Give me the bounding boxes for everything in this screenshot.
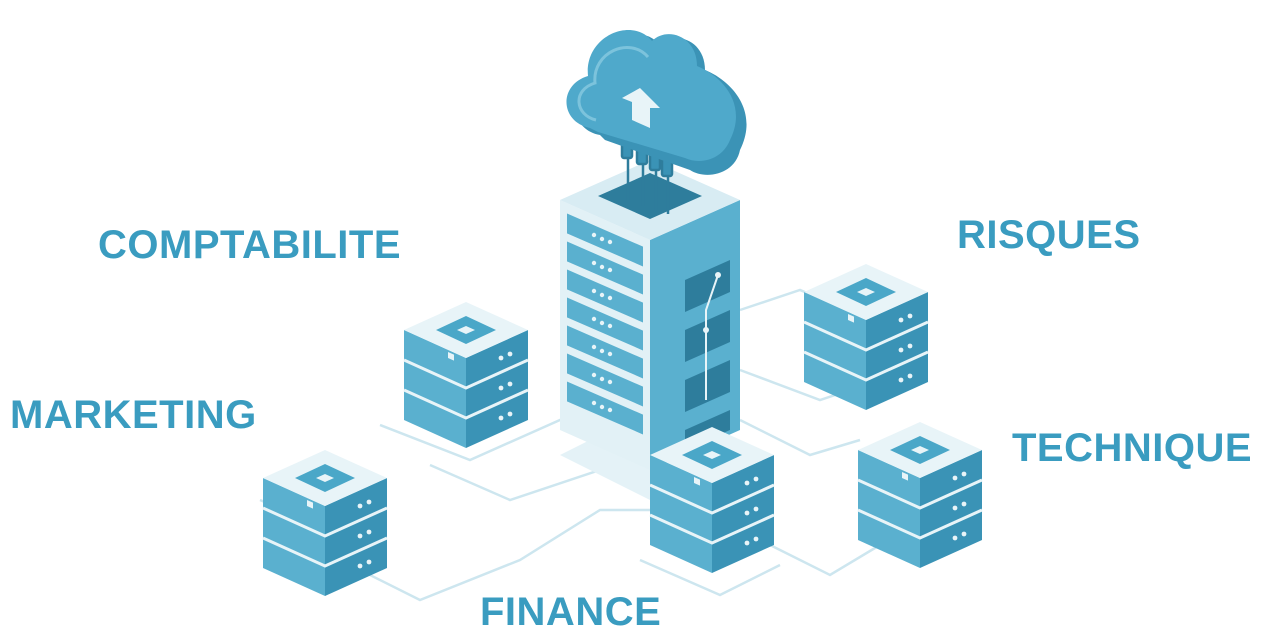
server-stack-risques — [802, 262, 930, 412]
server-stack-technique — [856, 420, 984, 570]
network-connectors — [259, 288, 881, 602]
cloud-upload-icon — [566, 29, 747, 175]
server-stack-comptabilite — [402, 300, 530, 450]
label-risques: RISQUES — [957, 213, 1141, 257]
label-comptabilite: COMPTABILITE — [98, 223, 402, 267]
server-tower-icon — [560, 160, 745, 500]
label-marketing: MARKETING — [10, 393, 257, 437]
label-finance: FINANCE — [480, 590, 662, 634]
label-technique: TECHNIQUE — [1012, 426, 1253, 470]
server-stack-marketing — [261, 448, 389, 598]
server-stack-finance — [648, 425, 776, 575]
